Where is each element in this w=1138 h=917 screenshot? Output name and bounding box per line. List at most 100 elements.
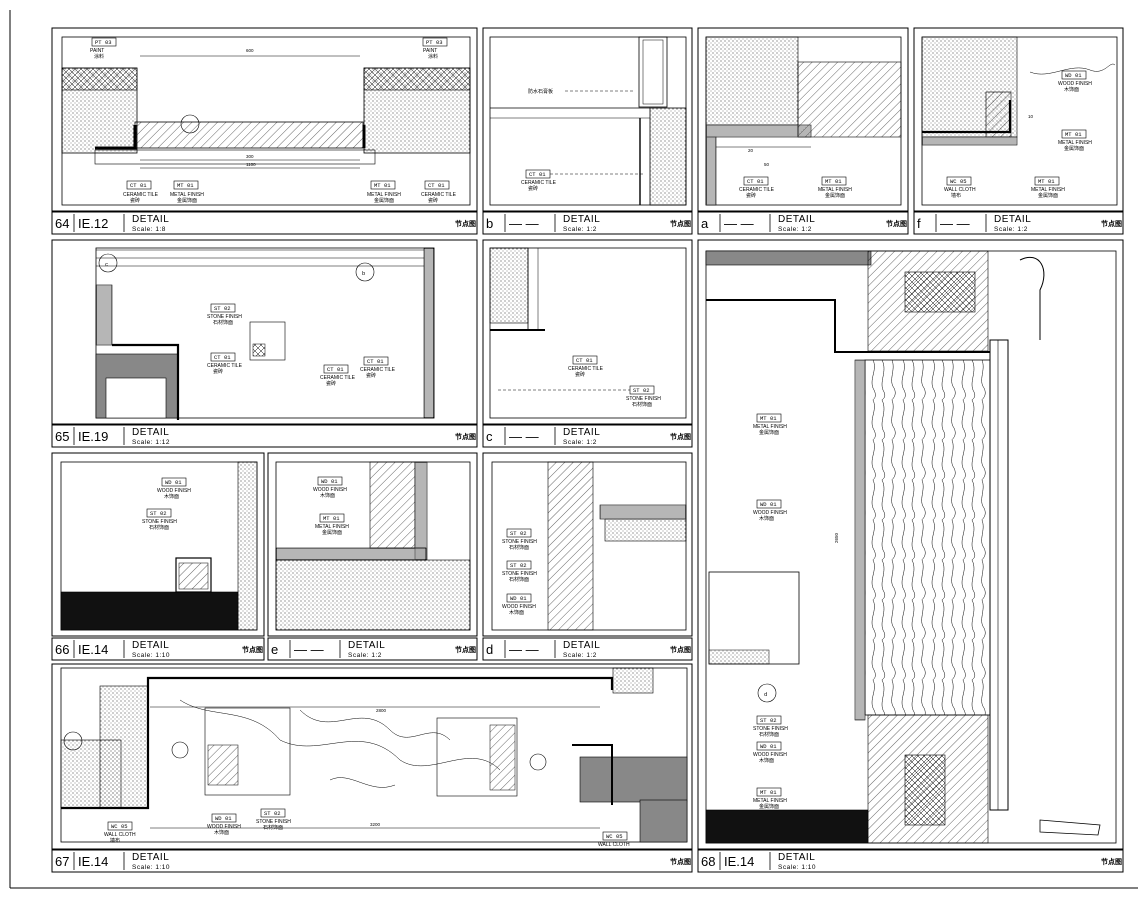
svg-text:METAL FINISH: METAL FINISH [818,187,852,193]
svg-text:瓷砖: 瓷砖 [326,380,336,387]
detail-title: DETAIL [348,640,385,651]
node-drawing-label: 节点图 [670,432,691,441]
svg-text:02: 02 [274,810,281,817]
svg-text:金属饰面: 金属饰面 [759,803,779,810]
note-label: 防水石膏板 [528,88,553,95]
svg-text:WOOD FINISH: WOOD FINISH [207,824,241,830]
dim-label: 2800 [376,708,387,713]
svg-text:木饰面: 木饰面 [759,515,774,522]
node-drawing-label: 节点图 [670,645,691,654]
svg-text:金属饰面: 金属饰面 [825,192,845,199]
svg-text:MT: MT [374,182,381,189]
node-drawing-label: 节点图 [1101,219,1122,228]
svg-text:STONE FINISH: STONE FINISH [753,726,788,732]
detail-number: b [486,216,493,231]
svg-text:01: 01 [520,595,527,602]
svg-text:WALL CLOTH: WALL CLOTH [104,832,136,838]
svg-text:WALL CLOTH: WALL CLOTH [944,187,976,193]
svg-text:01: 01 [835,178,842,185]
svg-text:WD: WD [215,815,222,822]
detail-title: DETAIL [778,214,815,225]
elevation-ref: IE.12 [78,216,108,231]
svg-text:木饰面: 木饰面 [1064,86,1079,93]
svg-text:01: 01 [333,515,340,522]
svg-text:瓷砖: 瓷砖 [746,192,756,199]
svg-text:金属饰面: 金属饰面 [177,197,197,204]
scale-label: Scale: 1:2 [563,226,597,233]
svg-text:05: 05 [960,178,967,185]
svg-text:WOOD FINISH: WOOD FINISH [753,510,787,516]
svg-text:WD: WD [760,501,767,508]
svg-text:METAL FINISH: METAL FINISH [753,798,787,804]
svg-text:PT: PT [426,39,433,46]
svg-text:石材饰面: 石材饰面 [509,576,529,583]
svg-text:WD: WD [321,478,328,485]
svg-text:涂料: 涂料 [428,53,438,60]
svg-text:01: 01 [331,478,338,485]
detail-number: 67 [55,854,69,869]
svg-text:木饰面: 木饰面 [509,609,524,616]
svg-text:02: 02 [643,387,650,394]
svg-text:ST: ST [510,530,517,537]
svg-text:01: 01 [140,182,147,189]
svg-text:石材饰面: 石材饰面 [509,544,529,551]
svg-text:CERAMIC TILE: CERAMIC TILE [568,366,604,372]
svg-text:MT: MT [177,182,184,189]
svg-text:PT: PT [95,39,102,46]
svg-text:MT: MT [323,515,330,522]
scale-label: Scale: 1:2 [563,652,597,659]
svg-text:01: 01 [1075,72,1082,79]
scale-label: Scale: 1:10 [778,864,816,871]
scale-label: Scale: 1:2 [778,226,812,233]
scale-label: Scale: 1:2 [348,652,382,659]
svg-text:MT: MT [760,789,767,796]
svg-text:01: 01 [1075,131,1082,138]
svg-text:b: b [362,270,365,277]
svg-text:WOOD FINISH: WOOD FINISH [502,604,536,610]
svg-text:02: 02 [770,717,777,724]
svg-text:01: 01 [586,357,593,364]
node-drawing-label: 节点图 [670,219,691,228]
svg-text:METAL FINISH: METAL FINISH [367,192,401,198]
svg-text:WALL CLOTH: WALL CLOTH [598,842,630,848]
svg-text:WOOD FINISH: WOOD FINISH [313,487,347,493]
svg-text:ST: ST [633,387,640,394]
svg-text:03: 03 [105,39,112,46]
detail-title: DETAIL [132,214,169,225]
dim-label: 1100 [246,162,256,167]
svg-text:STONE FINISH: STONE FINISH [626,396,661,402]
svg-text:METAL FINISH: METAL FINISH [170,192,204,198]
svg-text:MT: MT [1065,131,1072,138]
detail-number: 66 [55,642,69,657]
svg-text:MT: MT [825,178,832,185]
svg-text:CERAMIC TILE: CERAMIC TILE [521,180,557,186]
svg-text:01: 01 [225,815,232,822]
svg-text:01: 01 [770,789,777,796]
svg-text:METAL FINISH: METAL FINISH [315,524,349,530]
dim-label: 2650 [834,532,839,543]
dim-label: 600 [246,48,254,53]
svg-text:WD: WD [1065,72,1072,79]
